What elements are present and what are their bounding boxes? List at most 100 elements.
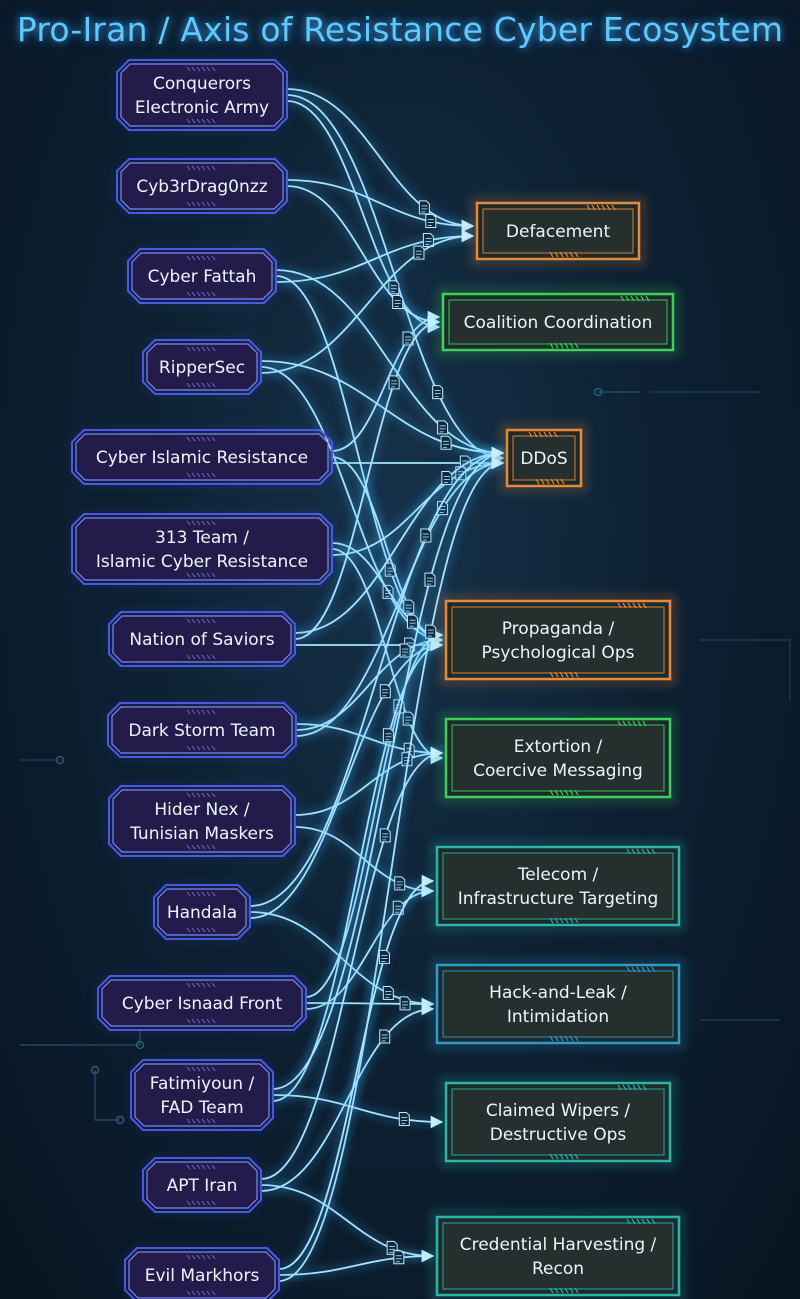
tactic-label-coalition: Coalition Coordination: [464, 313, 653, 333]
document-icon: [422, 232, 434, 247]
edge-fattah-to-ddos: [275, 267, 505, 460]
tactic-label-extortion-line2: Coercive Messaging: [473, 761, 643, 781]
group-label-fatimiyoun-line1: Fatimiyoun /: [150, 1074, 255, 1094]
group-node-hider: Hider Nex / Tunisian Maskers: [108, 785, 296, 857]
group-label-handala: Handala: [167, 903, 237, 923]
group-label-nos: Nation of Saviors: [129, 630, 274, 650]
edge-handala-to-ddos: [249, 446, 505, 909]
document-icon: [388, 375, 400, 390]
edges-layer: [249, 86, 505, 1284]
document-icon: [432, 385, 444, 400]
group-label-hider-line1: Hider Nex /: [154, 800, 249, 820]
group-node-apt: APT Iran: [142, 1157, 262, 1213]
document-icon: [382, 985, 394, 1000]
edge-cyb3r-to-coalition: [286, 183, 441, 329]
document-icon: [378, 949, 390, 964]
edge-cea-to-deface: [286, 86, 475, 233]
document-icon: [425, 624, 437, 639]
document-icon: [440, 435, 452, 450]
tactic-label-wipers-line2: Destructive Ops: [490, 1125, 627, 1145]
group-label-ripper: RipperSec: [159, 358, 245, 378]
edge-fattah-to-deface: [275, 229, 475, 285]
tactic-label-deface: Defacement: [506, 222, 611, 242]
group-node-fattah: Cyber Fattah: [127, 248, 277, 304]
tactic-label-propaganda-line1: Propaganda /: [502, 619, 615, 639]
group-node-ripper: RipperSec: [142, 339, 262, 395]
edge-nos-to-ddos: [294, 446, 505, 636]
tactic-label-cred-line1: Credential Harvesting /: [460, 1235, 657, 1255]
edge-apt-to-cred: [260, 1182, 435, 1263]
tactic-node-hackleak: Hack-and-Leak / Intimidation: [432, 960, 684, 1048]
edge-ripper-to-propaganda: [260, 364, 444, 647]
document-icon: [394, 876, 406, 891]
group-node-evil: Evil Markhors: [124, 1247, 280, 1299]
tactic-label-telecom-line2: Infrastructure Targeting: [458, 889, 659, 909]
document-icon: [379, 684, 391, 699]
tactic-label-hackleak-line1: Hack-and-Leak /: [489, 983, 627, 1003]
group-node-cir: Cyber Islamic Resistance: [71, 429, 333, 485]
edge-fatimiyoun-to-propaganda: [272, 638, 444, 1104]
tactic-node-ddos: DDoS: [502, 425, 586, 491]
tactic-label-ddos: DDoS: [520, 449, 567, 469]
group-label-isnaad: Cyber Isnaad Front: [122, 994, 283, 1014]
edge-isnaad-to-telecom: [305, 884, 435, 1012]
group-label-cea-line1: Conquerors: [153, 74, 251, 94]
edge-apt-to-extortion: [260, 746, 444, 1182]
group-label-fatimiyoun-line2: FAD Team: [160, 1098, 243, 1118]
document-icon: [392, 294, 404, 309]
group-node-fatimiyoun: Fatimiyoun / FAD Team: [130, 1059, 274, 1131]
group-node-handala: Handala: [153, 884, 251, 940]
group-label-cyb3r: Cyb3rDrag0nzz: [136, 177, 267, 197]
document-icon: [407, 614, 419, 629]
edge-evil-to-telecom: [278, 874, 435, 1272]
edge-dst-to-propaganda: [295, 633, 444, 733]
edge-cyb3r-to-deface: [286, 177, 475, 233]
tactic-label-telecom-line1: Telecom /: [517, 865, 599, 885]
edge-evil-to-ddos: [278, 456, 505, 1284]
tactic-label-hackleak-line2: Intimidation: [507, 1007, 609, 1027]
document-icon: [379, 828, 391, 843]
group-node-isnaad: Cyber Isnaad Front: [97, 975, 307, 1031]
edge-evil-to-cred: [278, 1249, 435, 1278]
group-label-apt: APT Iran: [167, 1176, 238, 1196]
tactic-label-cred-line2: Recon: [532, 1259, 584, 1279]
group-node-dst: Dark Storm Team: [107, 702, 297, 758]
tactic-label-wipers-line1: Claimed Wipers /: [486, 1101, 631, 1121]
group-node-cyb3r: Cyb3rDrag0nzz: [116, 158, 288, 214]
group-label-hider-line2: Tunisian Maskers: [129, 824, 274, 844]
group-label-t313-line1: 313 Team /: [155, 528, 249, 548]
tactic-node-deface: Defacement: [472, 198, 644, 264]
group-label-dst: Dark Storm Team: [128, 721, 275, 741]
tactic-node-cred: Credential Harvesting / Recon: [432, 1212, 684, 1299]
document-icon: [418, 200, 430, 215]
document-icon: [399, 996, 411, 1011]
document-icon: [403, 599, 415, 614]
circuit-decoration: [20, 387, 791, 1125]
document-icon: [441, 470, 453, 485]
document-icon: [382, 728, 394, 743]
edge-apt-to-hackleak: [260, 1002, 435, 1194]
group-label-cir: Cyber Islamic Resistance: [96, 448, 308, 468]
diagram-title: Pro-Iran / Axis of Resistance Cyber Ecos…: [16, 10, 784, 49]
document-icon: [437, 420, 449, 435]
document-icon: [379, 1029, 391, 1044]
tactic-node-telecom: Telecom / Infrastructure Targeting: [432, 842, 684, 930]
tactic-node-wipers: Claimed Wipers / Destructive Ops: [441, 1078, 675, 1166]
group-label-cea-line2: Electronic Army: [135, 98, 269, 118]
tactic-node-coalition: Coalition Coordination: [438, 289, 678, 355]
tactic-label-extortion-line1: Extortion /: [514, 737, 603, 757]
document-icon: [424, 572, 436, 587]
group-node-t313: 313 Team / Islamic Cyber Resistance: [71, 513, 333, 585]
group-label-evil: Evil Markhors: [145, 1266, 260, 1286]
tactic-node-propaganda: Propaganda / Psychological Ops: [441, 596, 675, 684]
edge-fatimiyoun-to-wipers: [272, 1092, 444, 1129]
tactic-label-propaganda-line2: Psychological Ops: [482, 643, 635, 663]
tactic-node-extortion: Extortion / Coercive Messaging: [441, 714, 675, 802]
document-icon: [425, 213, 437, 228]
group-node-nos: Nation of Saviors: [108, 611, 296, 667]
group-label-t313-line2: Islamic Cyber Resistance: [96, 552, 308, 572]
